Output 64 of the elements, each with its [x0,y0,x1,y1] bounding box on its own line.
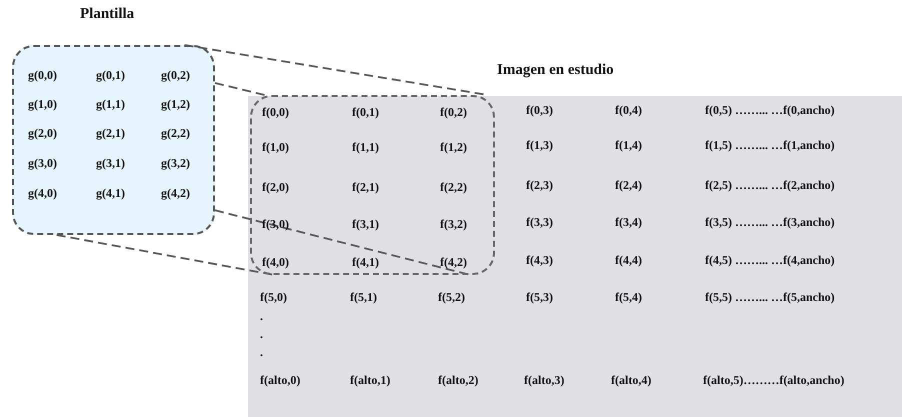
template-value: g(1,1) [96,96,125,112]
pixel-value: f(3,1) [352,216,379,232]
pixel-value: f(2,5) ……... …f(2,ancho) [705,177,835,193]
projection-line [214,82,265,96]
pixel-value: f(2,2) [440,179,467,195]
template-value: g(2,2) [161,125,190,141]
pixel-value: f(5,2) [438,289,465,305]
template-value: g(0,1) [96,67,125,83]
pixel-value: f(5,5) ……... …f(5,ancho) [705,289,835,305]
pixel-value: f(4,1) [352,254,379,270]
pixel-value: f(0,5) ……... …f(0,ancho) [705,102,835,118]
template-value: g(2,0) [28,125,57,141]
pixel-value: . [260,308,263,324]
pixel-value: f(alto,4) [611,372,652,388]
pixel-value: f(5,0) [260,289,287,305]
pixel-value: f(1,1) [352,139,379,155]
pixel-value: f(4,5) ……... …f(4,ancho) [705,252,835,268]
pixel-value: f(1,3) [526,137,553,153]
template-value: g(1,2) [161,96,190,112]
sliding-window-outline [250,95,495,275]
pixel-value: . [260,326,263,342]
pixel-value: f(1,0) [262,139,289,155]
pixel-value: f(2,4) [615,177,642,193]
template-value: g(4,1) [96,185,125,201]
template-value: g(0,2) [161,67,190,83]
pixel-value: f(2,0) [262,179,289,195]
template-value: g(0,0) [28,67,57,83]
pixel-value: f(alto,3) [524,372,564,388]
pixel-value: f(3,4) [615,214,642,230]
pixel-value: f(alto,1) [350,372,390,388]
pixel-value: f(alto,5)………f(alto,ancho) [703,372,844,388]
template-value: g(1,0) [28,96,57,112]
pixel-value: f(4,0) [262,254,289,270]
heading: Imagen en estudio [497,62,614,79]
pixel-value: f(alto,0) [260,372,300,388]
pixel-value: f(0,0) [262,104,289,120]
pixel-value: f(4,2) [440,254,467,270]
pixel-value: f(5,4) [615,289,642,305]
pixel-value: . [260,344,263,360]
projection-line [56,234,275,276]
pixel-value: f(1,5) ……... …f(1,ancho) [705,137,835,153]
pixel-value: f(0,2) [440,104,467,120]
pixel-value: f(1,2) [440,139,467,155]
pixel-value: f(0,1) [352,104,379,120]
template-value: g(4,2) [161,185,190,201]
pixel-value: f(1,4) [615,137,642,153]
template-value: g(2,1) [96,125,125,141]
pixel-value: f(5,3) [526,289,553,305]
heading: Plantilla [80,6,134,23]
pixel-value: f(alto,2) [438,372,478,388]
template-value: g(3,1) [96,155,125,171]
pixel-value: f(2,1) [352,179,379,195]
pixel-value: f(2,3) [526,177,553,193]
template-value: g(3,2) [161,155,190,171]
pixel-value: f(3,5) ……... …f(3,ancho) [705,214,835,230]
pixel-value: f(0,3) [526,102,553,118]
pixel-value: f(5,1) [350,289,377,305]
pixel-value: f(3,2) [440,216,467,232]
pixel-value: f(4,3) [526,252,553,268]
pixel-value: f(4,4) [615,252,642,268]
pixel-value: f(0,4) [615,102,642,118]
pixel-value: f(3,3) [526,214,553,230]
template-value: g(4,0) [28,185,57,201]
template-value: g(3,0) [28,155,57,171]
